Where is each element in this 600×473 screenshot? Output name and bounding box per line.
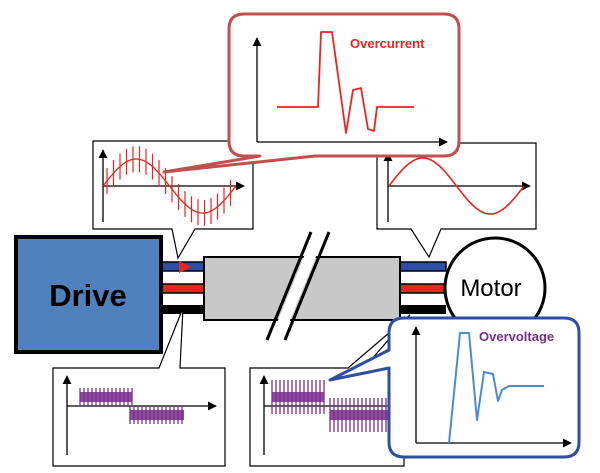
callout-drive-voltage <box>52 307 226 467</box>
callout-box <box>52 307 226 467</box>
motor: Motor <box>443 236 547 340</box>
callout-bubble <box>162 12 461 174</box>
callout-box <box>376 142 537 259</box>
callout-motor-voltage <box>249 314 411 467</box>
cable-break-line <box>283 231 331 341</box>
cable-break-line <box>265 231 313 341</box>
wire-black <box>398 305 446 314</box>
callout-drive-current <box>92 140 254 260</box>
drive-block: Drive <box>14 235 163 354</box>
pwm-pulse-train-overshoot <box>271 380 391 432</box>
wire-blue <box>397 261 447 272</box>
overcurrent-label: Overcurrent <box>350 36 425 51</box>
pwm-block <box>130 410 184 420</box>
motor-input-wires <box>397 261 447 314</box>
cable-break-gap <box>270 232 326 340</box>
overcurrent-wave <box>277 31 414 134</box>
current-marker-icon <box>179 261 191 273</box>
overvoltage-label: Overvoltage <box>479 329 554 344</box>
wire-red <box>397 283 447 294</box>
callout-overvoltage: Overvoltage <box>328 316 581 459</box>
sine-wave <box>388 157 525 215</box>
pwm-block <box>330 410 390 420</box>
cable <box>203 231 401 341</box>
callout-motor-current <box>376 142 537 259</box>
ripple-spikes <box>106 146 232 226</box>
callout-overcurrent: Overcurrent <box>162 12 461 174</box>
drive-box <box>14 235 163 354</box>
pwm-block <box>80 392 132 402</box>
wire-red <box>159 283 207 294</box>
overvoltage-wave <box>448 332 544 444</box>
rippled-sine-wave <box>102 158 237 214</box>
pwm-pulse-train <box>79 388 184 424</box>
pwm-block <box>272 392 324 402</box>
motor-label: Motor <box>460 275 521 302</box>
drive-label: Drive <box>49 278 127 313</box>
